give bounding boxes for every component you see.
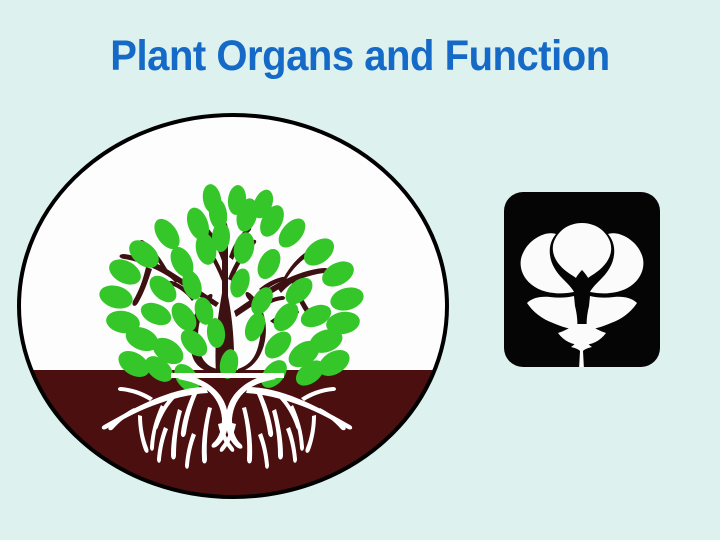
tree-illustration-svg: [17, 113, 449, 499]
flower-center-icon: [572, 270, 592, 291]
flower-petals: [520, 223, 644, 367]
flower-icon-svg: [504, 192, 660, 367]
flower-icon: [504, 192, 660, 367]
tree-circle-outline: [17, 113, 449, 499]
page-title: Plant Organs and Function: [110, 32, 610, 80]
tree-with-roots-illustration: [16, 111, 450, 501]
tree-roots: [101, 373, 353, 469]
tree-leaves: [99, 184, 364, 393]
